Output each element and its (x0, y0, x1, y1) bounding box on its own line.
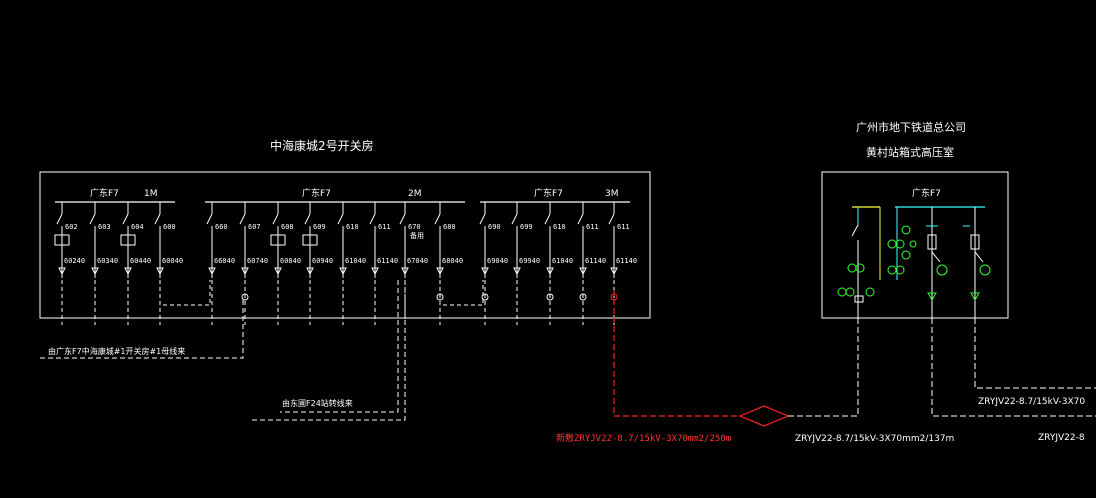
section-2-bus: 2M (408, 189, 422, 199)
metro-title-line1: 广州市地下铁道总公司 (856, 120, 966, 134)
feeder-top-label: 600 (163, 223, 176, 231)
feeder-top-label: 670 (408, 223, 421, 231)
feeder-feeders_2m-7: 680 68040 (434, 202, 463, 325)
relay-box (270, 234, 286, 246)
feeder-top-label: 607 (248, 223, 261, 231)
incoming-line-2b (250, 280, 406, 421)
feeder-top-label: 610 (553, 223, 566, 231)
cable-out-3 (974, 318, 1096, 389)
section-2-name: 广东F7 (302, 187, 331, 199)
feeder-feeders_2m-2: 608 60840 (272, 202, 301, 325)
feeder-top-label: 610 (346, 223, 359, 231)
feeder-bottom-label: 60440 (130, 257, 151, 265)
feeder-bottom-label: 60040 (162, 257, 183, 265)
feeder-bottom-label: 61040 (552, 257, 573, 265)
feeder-top-label: 604 (131, 223, 144, 231)
feeder-feeders_1m-2: 604 60440 (122, 202, 151, 325)
feeder-bottom-label: 66040 (214, 257, 235, 265)
feeder-bottom-label: 69040 (487, 257, 508, 265)
new-cable-label: 新敷ZRYJV22-8.7/15kV-3X70mm2/250m (556, 432, 731, 444)
relay-box (302, 234, 318, 246)
feeder-bottom-label: 61140 (377, 257, 398, 265)
feeder-feeders_1m-3: 600 60040 (154, 202, 183, 325)
feeder-feeders_2m-4: 610 61040 (337, 202, 366, 325)
feeder-bottom-label: 68040 (442, 257, 463, 265)
metro-feeder-2 (887, 207, 917, 280)
feeder-bottom-label: 60940 (312, 257, 333, 265)
feeder-feeders_2m-3: 609 60940 (304, 202, 333, 325)
new-cable-red (613, 290, 740, 417)
feeder-top-label: 609 (313, 223, 326, 231)
feeder-top-label: 611 (617, 223, 630, 231)
feeder-bottom-label: 61040 (345, 257, 366, 265)
feeder-bottom-label: 69940 (519, 257, 540, 265)
feeder-bottom-label: 67040 (407, 257, 428, 265)
feeder-bottom-label: 60740 (247, 257, 268, 265)
cable-2-label: ZRYJV22-8.7/15kV-3X70mm2/137m (795, 434, 954, 444)
relay-box (54, 234, 70, 246)
metro-feeder-1 (837, 207, 875, 318)
incoming-1-label: 由广东F7中海康城#1开关房#1母线来 (48, 346, 185, 356)
feeder-top-label: 680 (443, 223, 456, 231)
section-1-name: 广东F7 (90, 187, 119, 199)
incoming-line-2 (280, 280, 399, 413)
metro-section-name: 广东F7 (912, 187, 941, 199)
feeder-top-label: 660 (215, 223, 228, 231)
feeder-top-label: 690 (488, 223, 501, 231)
feeder-feeders_2m-5: 611 61140 (369, 202, 398, 325)
feeder-top-label: 603 (98, 223, 111, 231)
section-1-bus: 1M (144, 189, 158, 199)
feeder-feeders_2m-0: 660 66040 (206, 202, 235, 325)
bus-tie-2 (439, 280, 484, 306)
cable-to-metro (788, 318, 859, 417)
cable-out-4 (931, 318, 1096, 417)
left-switchroom-title: 中海康城2号开关房 (270, 138, 374, 153)
feeder-top-label: 608 (281, 223, 294, 231)
metro-switchroom-box (821, 171, 1009, 319)
feeder-group: 602 60240 603 60340 604 60440 600 60040 660 66040… (54, 202, 637, 325)
incoming-2-label: 由东圃F24站转线来 (282, 398, 353, 408)
section-3-name: 广东F7 (534, 187, 563, 199)
feeder-feeders_3m-4: 611 61140 (608, 202, 637, 325)
cable-terminal (241, 293, 249, 301)
bus-tie-1 (159, 280, 211, 306)
feeder-feeders_3m-2: 610 61040 (544, 202, 573, 325)
feeder-bottom-label: 61140 (585, 257, 606, 265)
feeder-feeders_3m-3: 611 61140 (577, 202, 606, 325)
feeder-top-label: 611 (586, 223, 599, 231)
feeder-feeders_1m-0: 602 60240 (56, 202, 85, 325)
cable-terminal (579, 293, 587, 301)
metro-title-line2: 黄村站箱式高压室 (866, 145, 954, 159)
feeder-bottom-label: 60240 (64, 257, 85, 265)
feeder-bottom-label: 61140 (616, 257, 637, 265)
section-3-bus: 3M (605, 189, 619, 199)
cable-joint-diamond (738, 405, 790, 427)
feeder-feeders_3m-1: 699 69940 (511, 202, 540, 325)
cable-4-label: ZRYJV22-8 (1038, 433, 1085, 443)
feeder-top-label: 611 (378, 223, 391, 231)
feeder-top-label: 602 (65, 223, 78, 231)
left-switchroom-box (39, 171, 651, 319)
feeder-bottom-label: 60340 (97, 257, 118, 265)
feeder-top-label: 699 (520, 223, 533, 231)
feeder-feeders_1m-1: 603 60340 (89, 202, 118, 325)
metro-feeder-3 (926, 207, 948, 318)
incoming-line-1 (40, 300, 244, 359)
feeder-feeders_2m-6: 670 67040 备用 (399, 202, 428, 325)
feeder-extra-label: 备用 (410, 231, 424, 240)
feeder-feeders_3m-0: 690 69040 (479, 202, 508, 325)
cable-terminal (481, 293, 489, 301)
relay-box (120, 234, 136, 246)
cable-3-label: ZRYJV22-8.7/15kV-3X70 (978, 397, 1085, 407)
feeder-feeders_2m-1: 607 60740 (239, 202, 268, 325)
metro-feeder-4 (963, 207, 991, 318)
feeder-bottom-label: 60840 (280, 257, 301, 265)
cable-terminal (546, 293, 554, 301)
